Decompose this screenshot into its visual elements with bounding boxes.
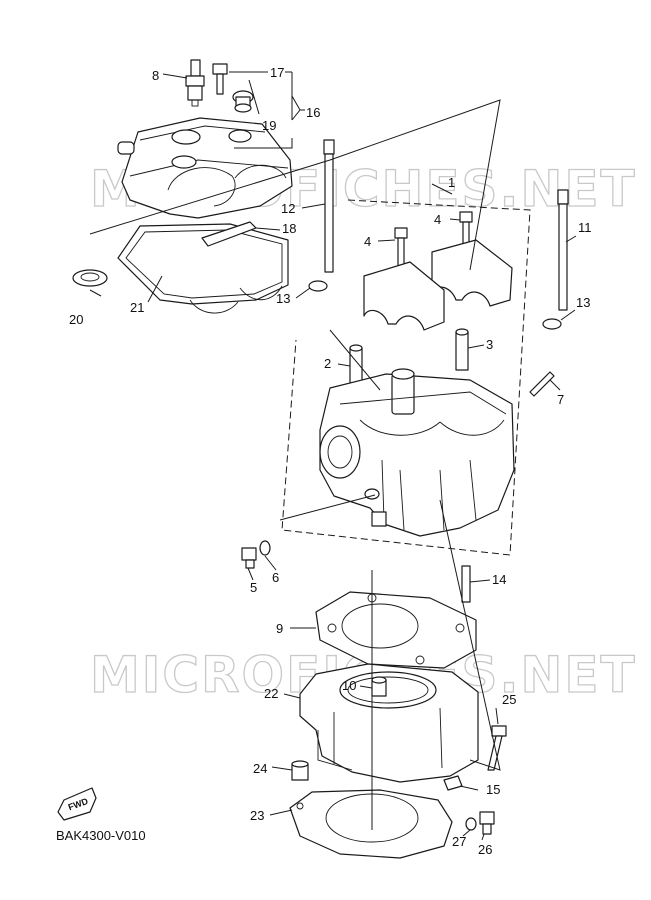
- callout-8: 8: [152, 68, 159, 83]
- plug-washer: [259, 540, 271, 556]
- callout-15: 15: [486, 782, 500, 797]
- diagram-code: BAK4300-V010: [56, 828, 146, 843]
- cover-grommet: [232, 90, 254, 113]
- callout-13-right: 13: [576, 295, 590, 310]
- callout-4-lower: 4: [364, 234, 371, 249]
- cover-plate: [201, 221, 257, 247]
- cylinder-bolt-25: [487, 725, 507, 771]
- callout-16: 16: [306, 105, 320, 120]
- washer-13-left: [308, 280, 328, 292]
- callout-25: 25: [502, 692, 516, 707]
- head-assembly-boundary: [281, 199, 531, 556]
- callout-11: 11: [578, 220, 592, 235]
- camshaft-cap-lower: [363, 261, 445, 331]
- nut-15: [443, 775, 463, 791]
- callout-6: 6: [272, 570, 279, 585]
- dowel-pin-24: [291, 760, 309, 781]
- cylinder-head-cover: [117, 117, 293, 219]
- stud-14: [461, 565, 471, 603]
- callout-9: 9: [276, 621, 283, 636]
- callout-12: 12: [281, 201, 295, 216]
- cover-bolt: [212, 63, 228, 95]
- callout-numbers: 1 2 3 4 4 5 6 7 8 9 10 11 12 13 13 14 15…: [69, 65, 592, 857]
- callout-3: 3: [486, 337, 493, 352]
- callout-21: 21: [130, 300, 144, 315]
- oil-seal: [72, 269, 108, 287]
- callout-17: 17: [270, 65, 284, 80]
- callout-20: 20: [69, 312, 83, 327]
- dowel-pin-10: [371, 676, 387, 697]
- callout-24: 24: [253, 761, 267, 776]
- callout-23: 23: [250, 808, 264, 823]
- valve-guide-3: [455, 328, 469, 371]
- callout-26: 26: [478, 842, 492, 857]
- leader-lines: [89, 71, 577, 841]
- callout-7: 7: [557, 392, 564, 407]
- cylinder-base-gasket: [289, 789, 453, 859]
- washer-13-right: [542, 318, 562, 330]
- bolt-26: [479, 811, 495, 835]
- callout-27: 27: [452, 834, 466, 849]
- stud-7: [529, 371, 555, 397]
- gasket-lower-shell: [189, 285, 283, 314]
- cylinder-head: [319, 368, 515, 537]
- spark-plug: [185, 59, 205, 107]
- washer-27: [465, 817, 477, 831]
- forward-direction-arrow: FWD: [57, 787, 97, 821]
- callout-13-left: 13: [276, 291, 290, 306]
- callout-5: 5: [250, 580, 257, 595]
- callout-4-upper: 4: [434, 212, 441, 227]
- callout-19: 19: [262, 118, 276, 133]
- callout-22: 22: [264, 686, 278, 701]
- callout-14: 14: [492, 572, 506, 587]
- callout-18: 18: [282, 221, 296, 236]
- head-gasket: [315, 591, 477, 669]
- callout-2: 2: [324, 356, 331, 371]
- callout-10: 10: [342, 678, 356, 693]
- camshaft-cap-bolt-lower: [394, 227, 408, 267]
- stud-bolt-11: [557, 189, 569, 311]
- cover-gasket: [117, 223, 289, 305]
- stud-bolt-12: [323, 139, 335, 273]
- plug-bolt: [241, 547, 257, 569]
- callout-1: 1: [448, 175, 455, 190]
- cylinder-block: [299, 663, 479, 783]
